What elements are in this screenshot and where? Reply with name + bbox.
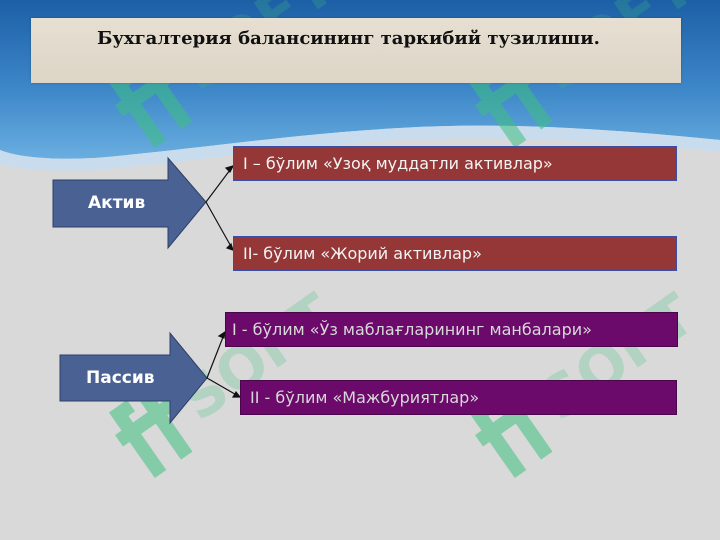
title-box: Бухгалтерия балансининг таркибий тузилиш… — [31, 18, 681, 83]
connector-arrowhead — [217, 330, 226, 339]
passiv-arrow — [59, 331, 208, 425]
aktiv-arrow — [52, 156, 207, 250]
aktiv-connectors — [205, 165, 235, 251]
connector-line — [205, 165, 234, 203]
passiv-section-2-box: II - бўлим «Мажбуриятлар» — [240, 380, 677, 415]
passiv-label: Пассив — [86, 368, 155, 388]
connector-line — [205, 201, 234, 251]
passiv-section-1-label: I - бўлим «Ўз маблағларининг манбалари» — [232, 320, 592, 339]
aktiv-section-1-box: I – бўлим «Узоқ муддатли активлар» — [233, 146, 677, 181]
page-title: Бухгалтерия балансининг таркибий тузилиш… — [97, 28, 600, 49]
passiv-connectors — [206, 330, 242, 398]
aktiv-label: Актив — [88, 193, 146, 213]
aktiv-section-2-label: II- бўлим «Жорий активлар» — [243, 244, 482, 263]
connector-line — [206, 331, 226, 379]
aktiv-section-2-box: II- бўлим «Жорий активлар» — [233, 236, 677, 271]
connector-arrowhead — [225, 242, 234, 251]
connector-arrowhead — [224, 165, 235, 174]
aktiv-section-1-label: I – бўлим «Узоқ муддатли активлар» — [243, 154, 553, 173]
connector-arrowhead — [231, 390, 242, 398]
passiv-section-2-label: II - бўлим «Мажбуриятлар» — [250, 388, 480, 407]
header-wave-highlight — [0, 125, 720, 171]
passiv-section-1-box: I - бўлим «Ўз маблағларининг манбалари» — [225, 312, 678, 347]
